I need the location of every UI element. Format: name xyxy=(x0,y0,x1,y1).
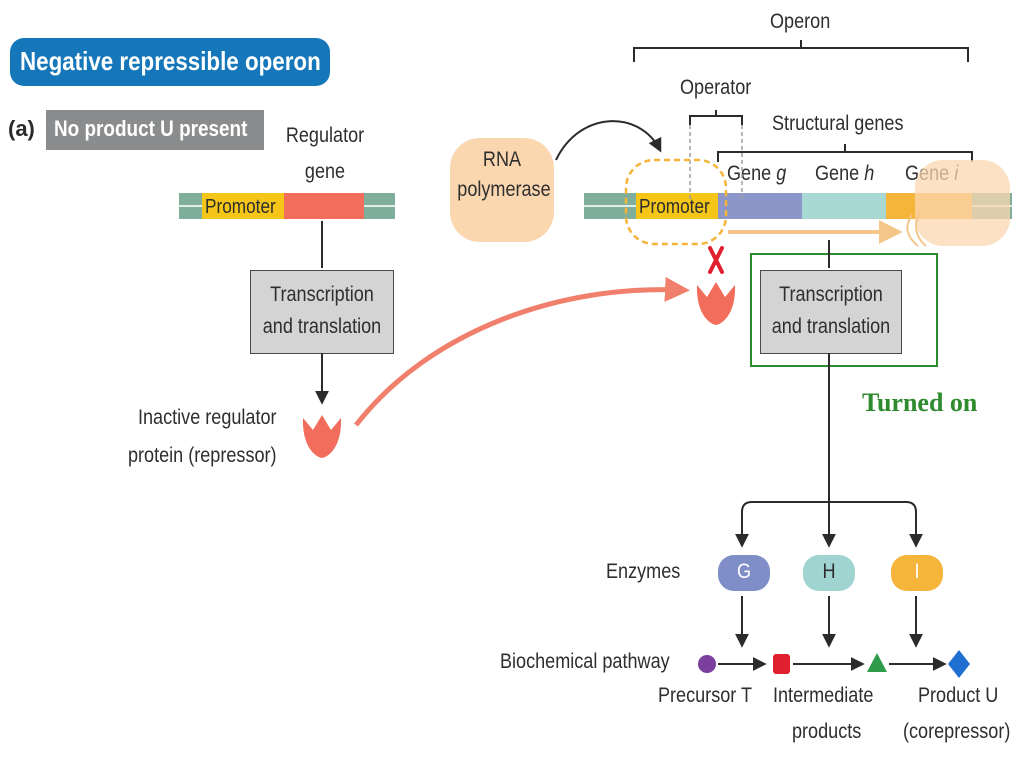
enzyme-h xyxy=(803,555,855,591)
repressor-near-operator xyxy=(696,282,736,325)
regulator-promoter-label: Promoter xyxy=(205,196,276,218)
operon-status: Turned on xyxy=(862,388,978,417)
enzymes-label: Enzymes xyxy=(606,560,681,583)
product-u-icon xyxy=(948,650,970,678)
enzyme-i-label: I xyxy=(914,560,920,583)
gene-g xyxy=(718,193,802,219)
pathway-label: Biochemical pathway xyxy=(500,650,670,673)
condition-label: No product U present xyxy=(54,116,248,141)
product-label-2: (corepressor) xyxy=(903,720,1011,743)
operon-transcription-label-1: Transcription xyxy=(779,283,883,306)
intermediate-label-2: products xyxy=(792,720,862,743)
rna-polymerase-label-1: RNA xyxy=(482,148,522,171)
repressor-travel-arrow xyxy=(354,276,690,427)
rna-polymerase xyxy=(450,138,554,242)
intermediate-product-icon xyxy=(773,654,790,674)
turned-on-highlight xyxy=(750,253,938,367)
structural-genes-label: Structural genes xyxy=(772,112,904,135)
condition-badge xyxy=(46,110,264,150)
repressor-label-2: protein (repressor) xyxy=(128,444,277,467)
rna-polymerase-arrow xyxy=(555,120,662,161)
operon-transcription-box xyxy=(760,270,902,354)
gene-h xyxy=(802,193,886,219)
regulator-promoter xyxy=(202,193,284,219)
repressor-label-1: Inactive regulator xyxy=(138,406,277,429)
binding-blocked-x xyxy=(708,246,724,274)
gene-g-label: Gene g xyxy=(727,162,787,185)
regulator-transcription-label-1: Transcription xyxy=(270,283,374,306)
structural-genes-bracket xyxy=(717,144,973,162)
precursor-t-icon xyxy=(698,655,716,673)
regulator-gene-label-2: gene xyxy=(304,160,346,183)
rna-polymerase-label-2: polymerase xyxy=(457,178,551,201)
polymerase-transcribing xyxy=(915,160,1010,246)
polymerase-binding-outline xyxy=(624,158,728,246)
operon-transcription-label-2: and translation xyxy=(771,315,891,338)
regulator-gene xyxy=(284,193,364,219)
enzyme-h-label: H xyxy=(822,560,836,583)
diagram-title: Negative repressible operon xyxy=(20,46,321,76)
operon-label: Operon xyxy=(770,10,831,33)
operon-promoter xyxy=(636,193,718,219)
gene-h-label: Gene h xyxy=(815,162,875,185)
enzyme-g-label: G xyxy=(736,560,752,583)
panel-letter: (a) xyxy=(8,116,35,141)
intermediate-label-1: Intermediate xyxy=(773,684,874,707)
operator-bracket xyxy=(689,110,743,125)
operon-promoter-label: Promoter xyxy=(639,196,710,218)
enzyme-i xyxy=(891,555,943,591)
product-label-1: Product U xyxy=(918,684,999,707)
regulator-transcription-label-2: and translation xyxy=(262,315,382,338)
precursor-label: Precursor T xyxy=(658,684,753,707)
operator-label: Operator xyxy=(680,76,752,99)
regulator-transcription-box xyxy=(250,270,394,354)
intermediate-product-2-icon xyxy=(867,653,887,672)
operon-bracket xyxy=(633,40,969,62)
regulator-gene-label-1: Regulator xyxy=(285,124,365,147)
enzyme-g xyxy=(718,555,770,591)
title-banner xyxy=(10,38,330,86)
inactive-repressor-shape xyxy=(302,415,342,458)
